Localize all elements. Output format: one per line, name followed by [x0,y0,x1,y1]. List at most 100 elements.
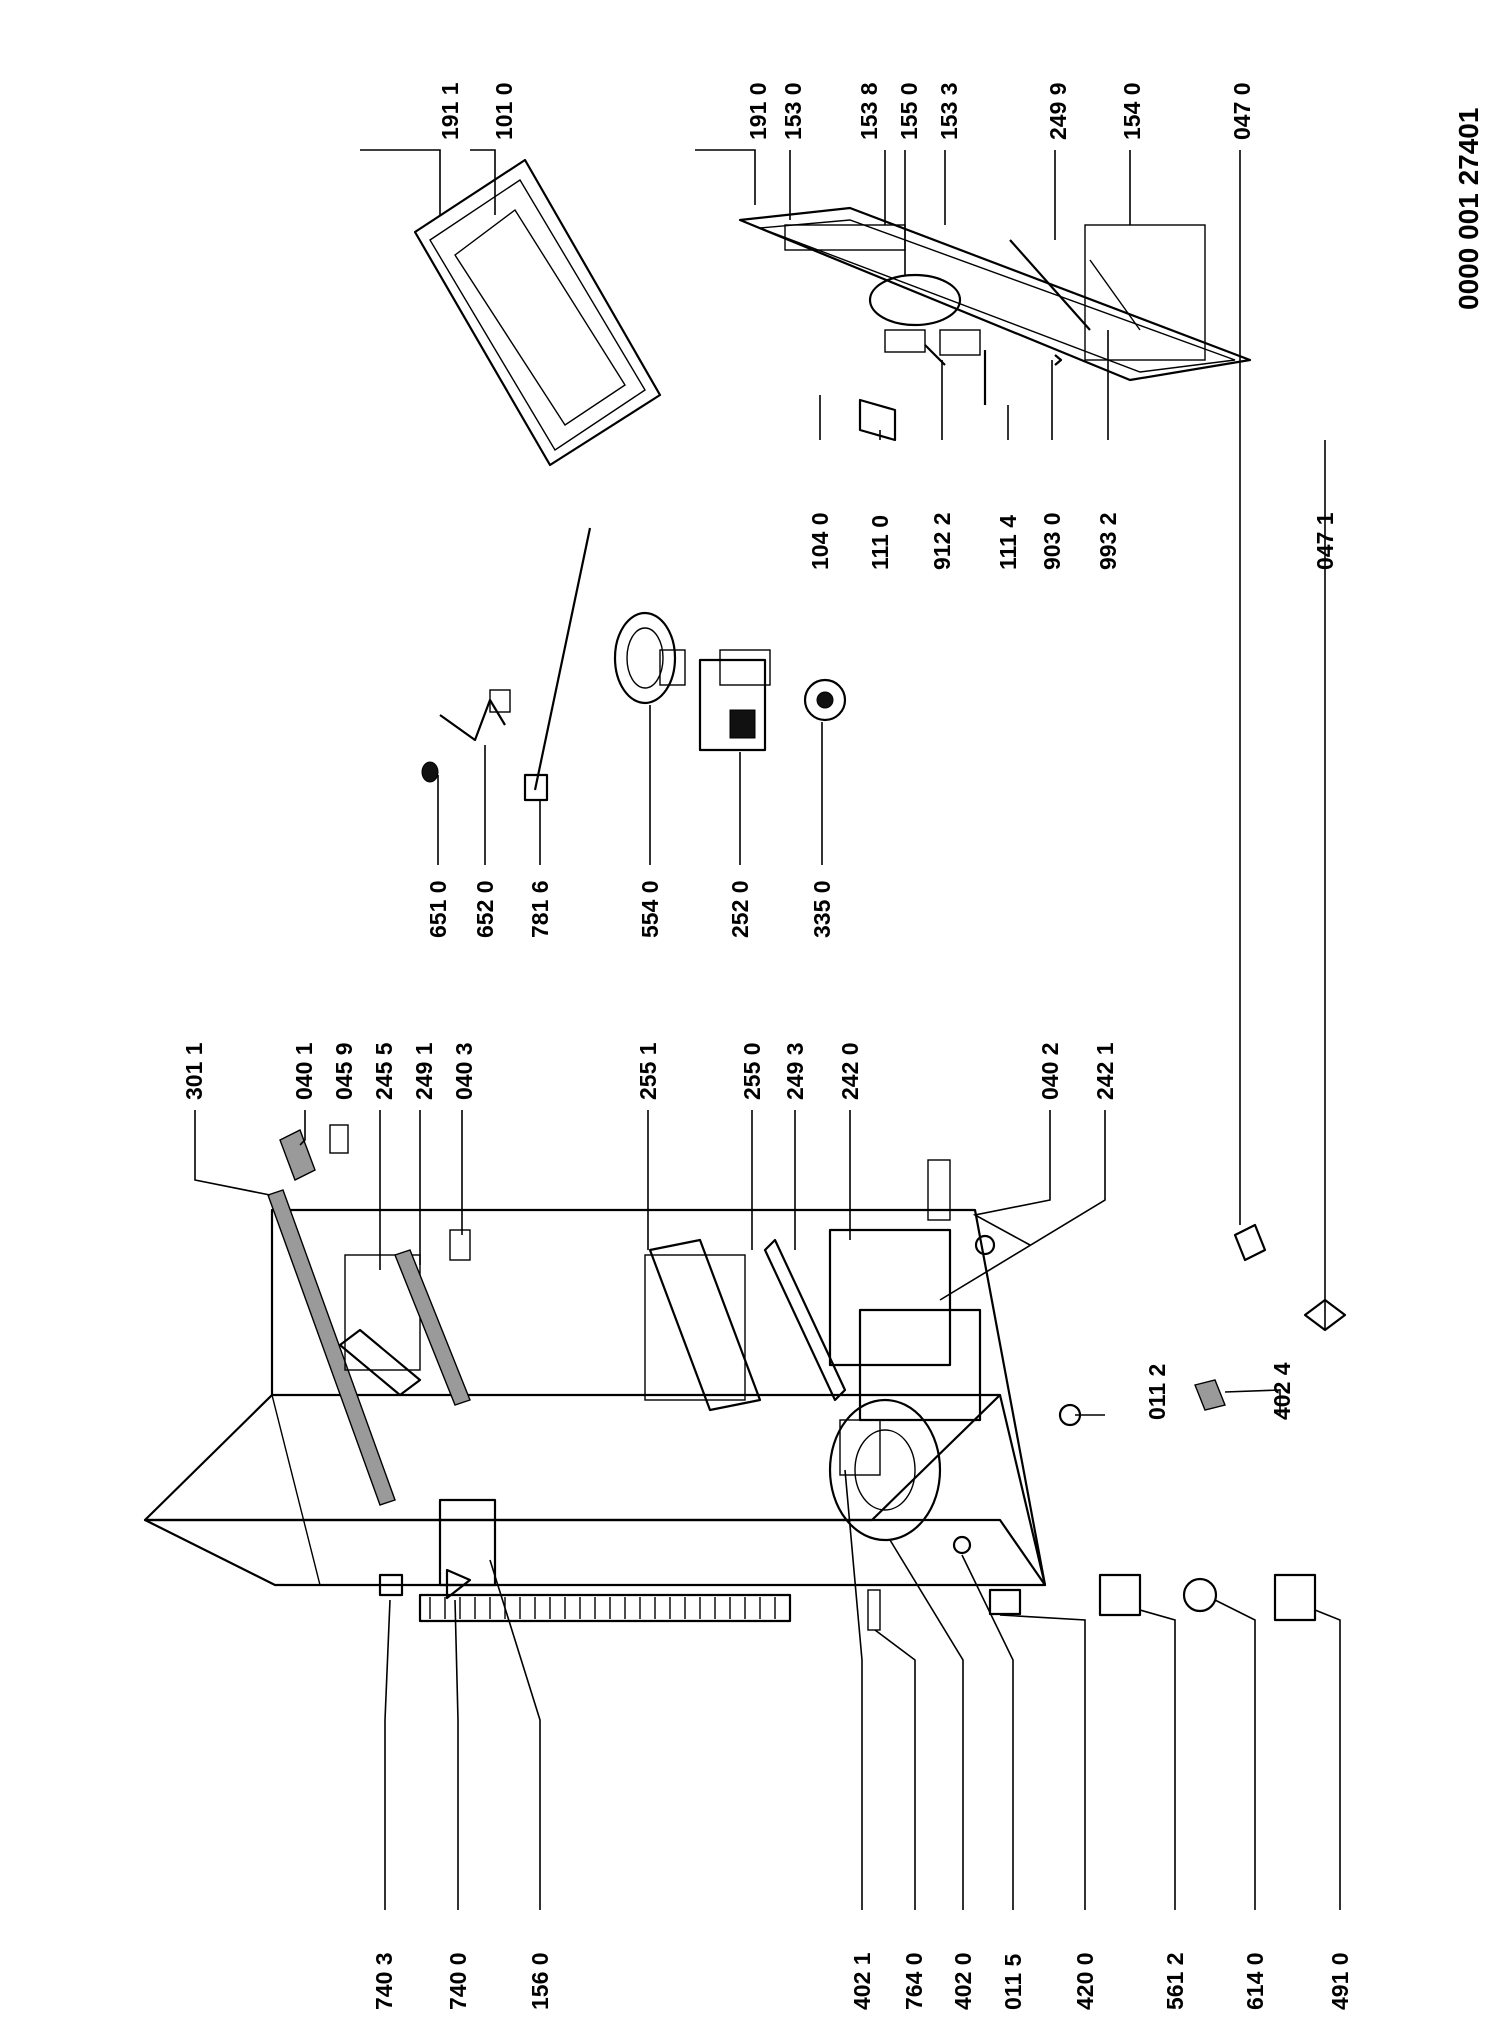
hinge-pin-045-9 [329,1124,349,1154]
label-420-0: 420 0 [1072,1952,1098,2010]
label-045-9: 045 9 [331,1042,357,1100]
label-153-0: 153 0 [780,82,806,140]
wire-shelf-255-1 [648,1238,762,1412]
wire-shelf-grid [644,1254,746,1401]
label-040-1: 040 1 [291,1042,317,1100]
bracket-402-4 [1194,1379,1226,1411]
label-242-0: 242 0 [837,1042,863,1100]
compressor-illustration [828,1379,1226,1542]
label-740-0: 740 0 [445,1952,471,2010]
label-402-1: 402 1 [849,1952,875,2010]
upper-door-illustration [413,158,662,467]
part-651-0 [421,761,439,783]
middle-parts-illustration [421,527,847,802]
label-993-2: 993 2 [1095,512,1121,570]
label-153-3: 153 3 [936,82,962,140]
egg-tray-155-0 [868,273,962,327]
cabinet-bottom-edge [998,1394,1047,1586]
label-154-0: 154 0 [1119,82,1145,140]
leader-lines [194,149,1341,1910]
label-191-1: 191 1 [437,82,463,140]
condenser-grill-ribs [429,1597,776,1619]
label-249-1: 249 1 [411,1042,437,1100]
upper-door-panel [413,158,662,467]
bar-249-9 [1009,239,1091,331]
part-554-0 [613,611,677,705]
label-255-1: 255 1 [635,1042,661,1100]
cabinet-illustration [143,1124,1047,1623]
hinge-bracket-040-2 [927,1159,951,1221]
label-402-0: 402 0 [950,1952,976,2010]
rod-781-6 [533,527,592,791]
part-011-5 [952,1535,972,1555]
part-740-0 [445,1568,472,1600]
label-101-0: 101 0 [491,82,517,140]
label-011-2: 011 2 [1144,1364,1170,1420]
label-554-0: 554 0 [637,880,663,938]
glass-shelf-249-3 [763,1238,847,1402]
compressor-relay [839,1419,881,1476]
door-bin-154-0 [1084,224,1206,361]
top-hinge-040-1 [279,1129,316,1181]
label-242-1: 242 1 [1092,1042,1118,1100]
label-047-0: 047 0 [1229,82,1255,140]
label-191-0: 191 0 [745,82,771,140]
label-781-6: 781 6 [527,880,553,938]
label-040-2: 040 2 [1037,1042,1063,1100]
crisper-drawer-upper [828,1228,952,1367]
part-614-0 [1182,1577,1218,1613]
label-011-5: 011 5 [1000,1954,1026,2010]
door-rack-153-3 [939,329,981,356]
label-912-2: 912 2 [929,512,955,570]
part-252-0 [698,658,767,752]
crisper-drawer-lower [858,1308,982,1422]
part-561-2 [1098,1573,1142,1617]
label-614-0: 614 0 [1242,1952,1268,2010]
cabinet-top-panel [143,1393,1002,1522]
label-335-0: 335 0 [809,880,835,938]
label-104-0: 104 0 [807,512,833,570]
part-047-1 [1303,1298,1347,1332]
label-402-4: 402 4 [1269,1362,1295,1420]
label-255-0: 255 0 [739,1042,765,1100]
label-301-1: 301 1 [181,1042,207,1100]
label-740-3: 740 3 [371,1952,397,2010]
label-249-3: 249 3 [782,1042,808,1100]
label-252-0: 252 0 [727,880,753,938]
loose-parts-left [378,1535,1317,1631]
hinge-pin [974,1234,996,1256]
label-651-0: 651 0 [425,880,451,938]
lower-door-panel [738,206,1252,382]
label-903-0: 903 0 [1039,512,1065,570]
handle-111-0 [858,398,897,442]
label-764-0: 764 0 [901,1952,927,2010]
top-trim-strip [267,1189,396,1506]
part-652-0 [439,698,506,742]
document-number: 0000 001 27401 [1453,108,1484,310]
label-652-0: 652 0 [472,880,498,938]
freezer-grid-shelf [338,1328,422,1397]
label-491-0: 491 0 [1327,1952,1353,2010]
label-561-2: 561 2 [1162,1952,1188,2010]
plate-249-1 [394,1249,471,1406]
label-156-0: 156 0 [527,1952,553,2010]
wire-993-2 [1089,259,1141,331]
label-111-4: 111 4 [995,515,1021,570]
label-111-0: 111 0 [867,515,893,570]
part-903-0 [1054,354,1063,366]
label-040-3: 040 3 [451,1042,477,1100]
evaporator-panel [438,1498,497,1587]
part-491-0 [1273,1573,1317,1622]
cabinet-front-edge [270,1208,1047,1586]
label-155-0: 155 0 [896,82,922,140]
part-labels: 740 3 740 0 156 0 301 1 040 1 045 9 245 … [181,82,1353,2010]
part-764-0 [867,1589,881,1631]
switch-cover-040-3 [449,1229,471,1261]
part-420-0 [988,1588,1022,1616]
compressor-body [828,1398,942,1542]
label-245-5: 245 5 [371,1042,397,1100]
door-rack-153-8 [884,329,926,353]
lower-door-illustration [738,206,1347,1332]
